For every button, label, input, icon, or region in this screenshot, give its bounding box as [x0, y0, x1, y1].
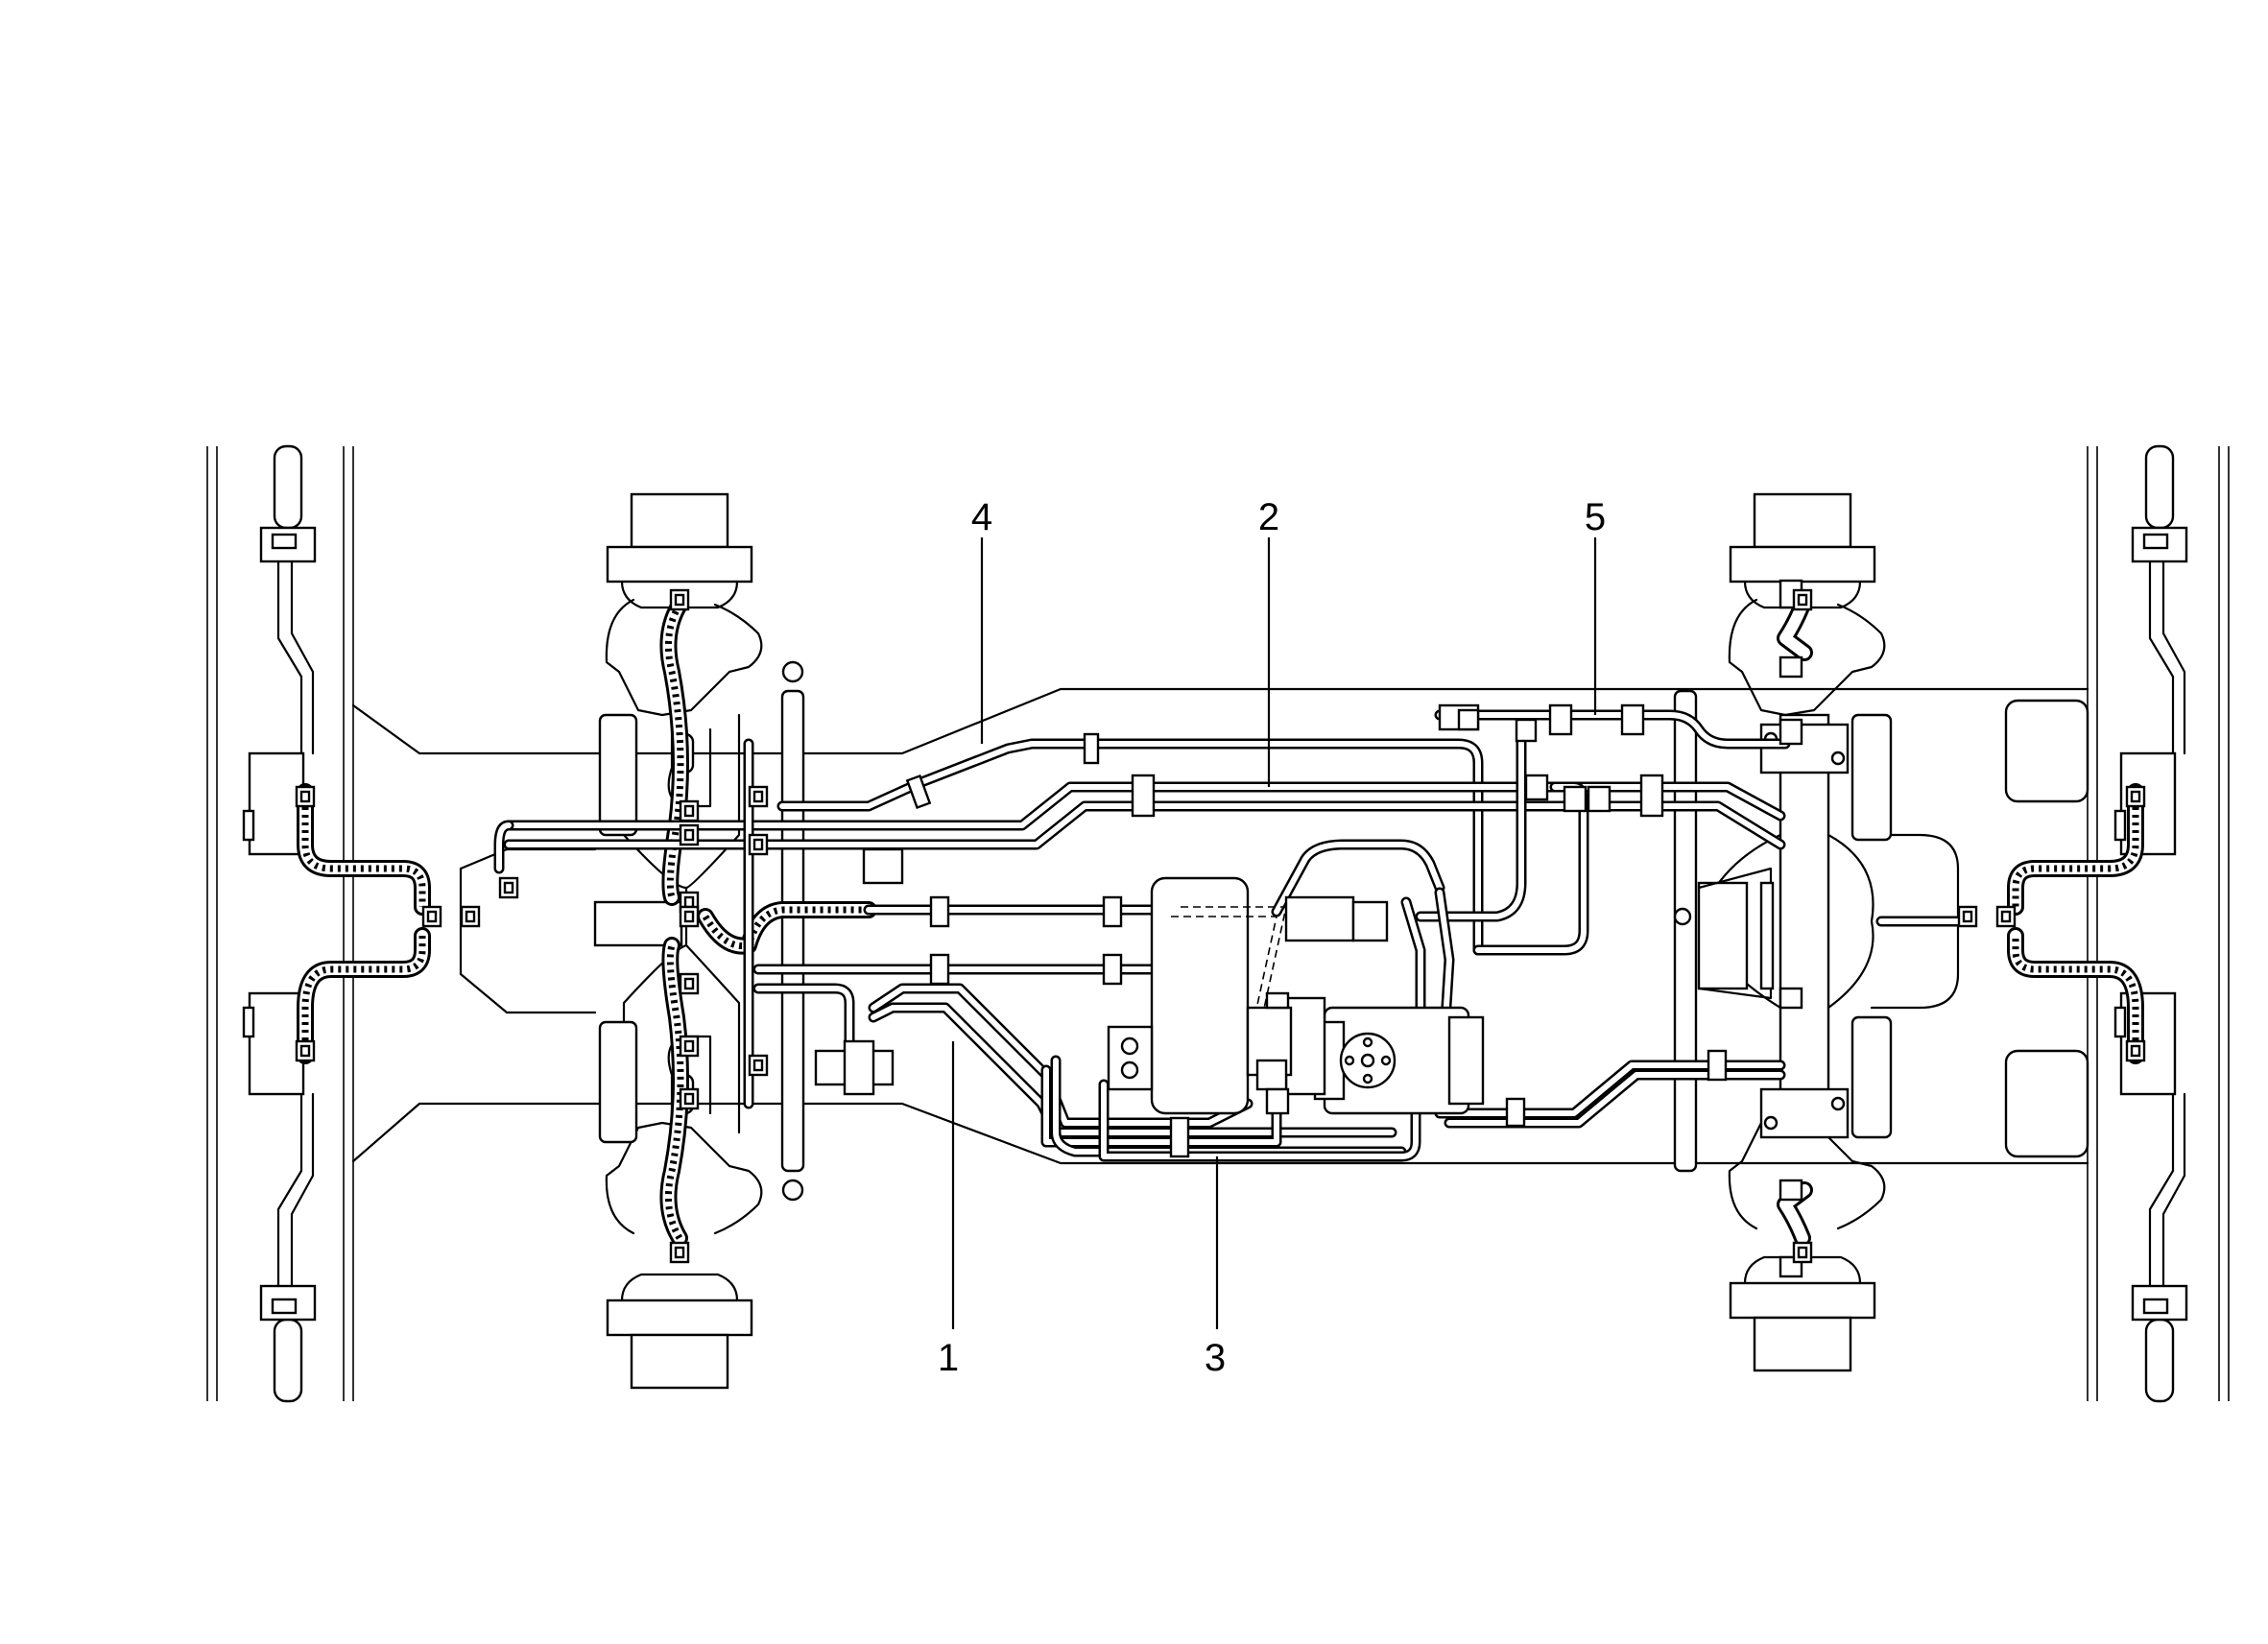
pipe-line-2-lower [503, 800, 1786, 850]
callout-1: 1 [938, 1337, 959, 1379]
left-steering-cylinders [242, 444, 317, 1403]
rear-differential [1697, 867, 1775, 1000]
front-valve-block [814, 1039, 895, 1096]
pipe-line-4 [776, 738, 1484, 956]
right-steering-cylinders [2113, 444, 2188, 1403]
pipe-line-3 [1040, 1055, 1421, 1162]
callout-3: 3 [1205, 1337, 1226, 1379]
main-pump [1284, 996, 1485, 1115]
front-axle-assembly [593, 492, 805, 1390]
callout-leaders [951, 537, 1597, 1329]
callout-4: 4 [971, 496, 992, 538]
pipe-line-2-upper [503, 781, 1786, 831]
flexible-hoses [297, 596, 2144, 1247]
callout-2: 2 [1258, 496, 1279, 538]
pipe-clamps [905, 579, 1803, 1278]
right-frame-rails [2087, 446, 2230, 1401]
callout-labels: 4 2 5 1 3 [938, 496, 1606, 1379]
callout-5: 5 [1585, 496, 1606, 538]
left-frame-rails [206, 446, 354, 1401]
